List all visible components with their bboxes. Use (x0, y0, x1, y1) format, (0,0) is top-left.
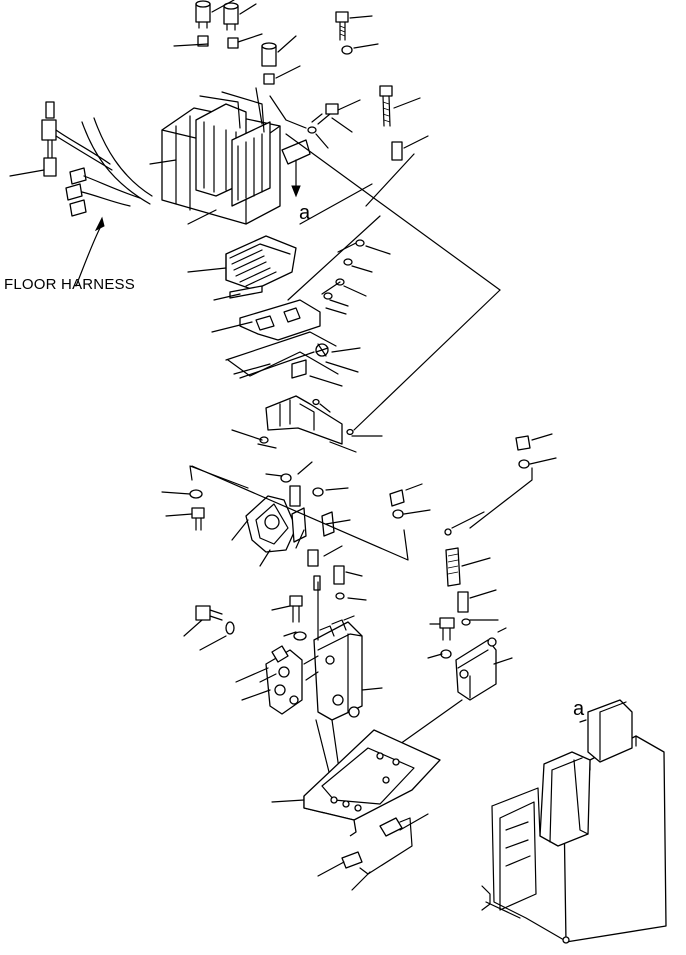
floor-console (481, 699, 667, 944)
arrow-down-icon (291, 185, 301, 198)
lever-assembly (161, 433, 557, 626)
valve-blocks (183, 581, 513, 777)
base-plate (271, 729, 441, 891)
floor-harness (9, 101, 153, 287)
reference-mark-lower: a (573, 698, 585, 720)
floor-harness-label: FLOOR HARNESS (4, 276, 135, 293)
middle-parts (187, 215, 501, 453)
arrow-up-icon (94, 216, 105, 232)
reference-mark-upper: a (299, 202, 311, 224)
upper-housing (149, 87, 501, 291)
top-studs (173, 0, 429, 161)
